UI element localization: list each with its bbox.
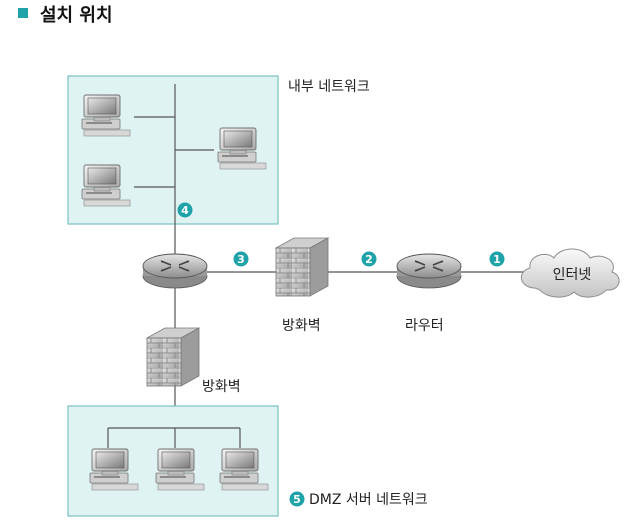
internet-label: 인터넷 — [553, 267, 592, 283]
internet-cloud-icon — [520, 248, 620, 298]
dmz-firewall-label: 방화벽 — [202, 379, 241, 395]
main-firewall-icon — [275, 237, 329, 297]
main-router-icon — [142, 253, 208, 289]
internal-network-label: 내부 네트워크 — [288, 79, 370, 95]
marker-5-number: 5 — [293, 493, 301, 506]
dmz-network-label: DMZ 서버 네트워크 — [309, 492, 428, 508]
main-firewall-label: 방화벽 — [282, 318, 321, 334]
marker-3-number: 3 — [237, 253, 245, 266]
dmz-firewall-icon — [146, 327, 200, 387]
marker-4-number: 4 — [181, 204, 189, 217]
page-title: 설치 위치 — [40, 5, 113, 26]
title-bullet-icon — [18, 8, 28, 18]
router-label: 라우터 — [405, 318, 444, 334]
edge-router-icon — [396, 253, 462, 289]
marker-2-number: 2 — [365, 253, 373, 266]
marker-1-number: 1 — [493, 253, 501, 266]
